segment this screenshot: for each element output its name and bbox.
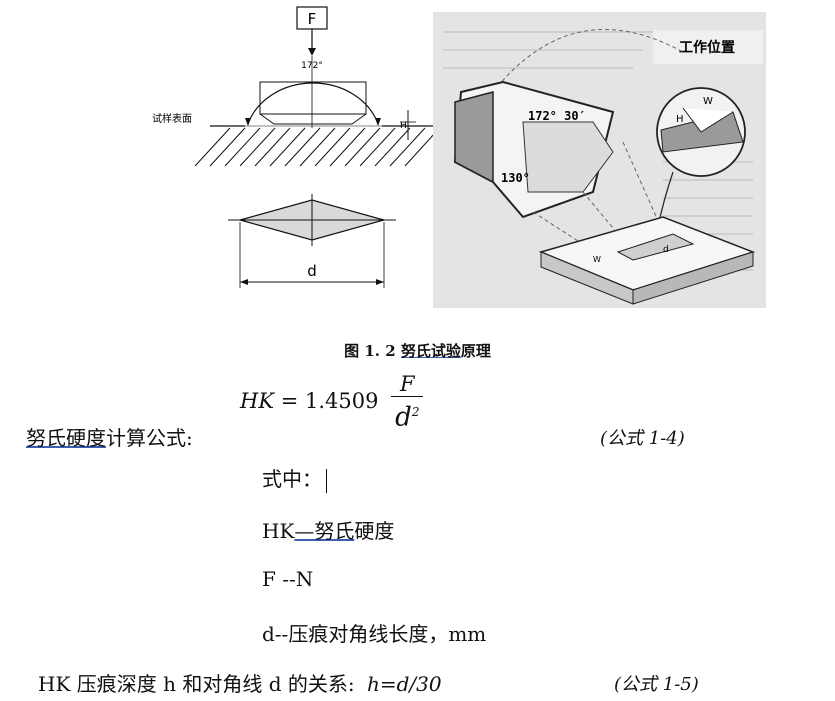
equation-number-1-4: (公式 1-4) [600,428,685,449]
formula-denominator: d2 [391,396,424,433]
surface-hatching [194,127,436,167]
depth-relation-text: HK 压痕深度 h 和对角线 d 的关系: [38,672,355,696]
working-position-label: 工作位置 [679,39,735,56]
definition-f: F --N [262,567,314,591]
formula-eq: = 1.4509 [280,388,379,413]
detail-h-label: H [676,114,684,125]
diagonal-label: d [307,262,317,280]
equation-number-1-5: (公式 1-5) [614,674,699,695]
plate-d-label: d [663,245,669,255]
indentation-schematic: F 172° 试样表面 [150,0,436,300]
depth-relation-line: HK 压痕深度 h 和对角线 d 的关系: h=d/30 [38,668,442,697]
definition-hk: HK—努氏硬度 [262,519,395,543]
formula-intro-line: 努氏硬度计算公式: [26,422,193,451]
caption-suffix: 原理 [460,342,491,360]
knoop-formula: HK = 1.4509 F d2 [240,372,424,433]
plate-w-label: W [593,255,601,264]
schematic-svg: F 172° 试样表面 [152,6,436,288]
where-label: 式中： [262,467,322,491]
indenter-perspective-image: 工作位置 172° 30′ 130° W H d W [433,12,766,308]
angle-long-label: 172° 30′ [528,109,586,123]
formula-numerator: F [400,372,415,396]
angle-arc [247,82,379,125]
where-label-line[interactable]: 式中： [262,463,327,493]
detail-w-label: W [703,96,713,107]
definition-d: d--压痕对角线长度，mm [262,622,487,646]
knoop-hardness-term: 努氏硬度 [26,426,106,450]
formula-exponent: 2 [411,405,420,419]
caption-underlined: 努氏试验 [400,342,461,360]
definition-hk-underlined: —努氏 [294,519,355,543]
perspective-svg: 工作位置 172° 30′ 130° W H d W [433,12,766,308]
figure-caption: 图 1. 2 努氏试验原理 [0,340,835,361]
surface-label: 试样表面 [152,112,192,125]
formula-intro-text: 计算公式: [106,426,193,450]
caption-prefix: 图 1. 2 [344,342,401,360]
formula-fraction: F d2 [391,372,424,433]
force-label: F [308,10,317,28]
depth-label: H [400,121,407,131]
angle-short-label: 130° [501,171,530,185]
formula-lhs: HK [240,388,275,413]
depth-relation-formula: h=d/30 [366,672,442,696]
text-cursor [326,468,327,493]
